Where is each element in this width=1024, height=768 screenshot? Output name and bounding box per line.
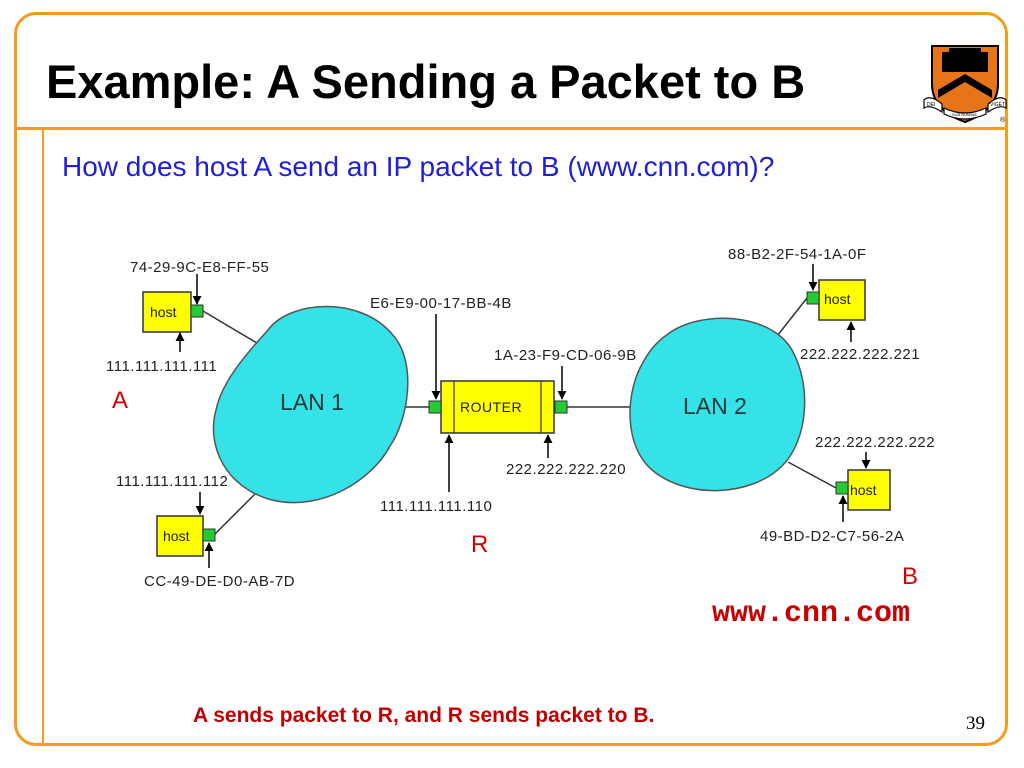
- host-a-mac-label: 74-29-9C-E8-FF-55: [130, 259, 269, 276]
- logo-motto-middle: SUB NUMINE: [952, 112, 977, 117]
- host-b-node: host: [835, 469, 891, 511]
- logo-motto-right: VIGET: [990, 102, 1005, 108]
- host-b-ip-label: 222.222.222.222: [815, 434, 935, 451]
- host-b-url: www.cnn.com: [712, 597, 911, 631]
- lan2-label: LAN 2: [683, 393, 747, 419]
- host-a-letter: A: [112, 387, 128, 414]
- router-left-ip-label: 111.111.111.110: [380, 498, 492, 515]
- slide-title: Example: A Sending a Packet to B: [46, 55, 806, 108]
- page-number: 39: [966, 713, 985, 734]
- router-right-port: [554, 400, 568, 414]
- slide-subtitle: How does host A send an IP packet to B (…: [62, 151, 775, 182]
- lan1-label: LAN 1: [280, 389, 344, 415]
- host-lan2-upper-node: host: [806, 279, 866, 321]
- host-a-ip-label: 111.111.111.111: [106, 358, 217, 375]
- title-divider: [17, 127, 1005, 130]
- host-lan2-upper-port: [806, 291, 820, 305]
- host-lan1-lower-port: [202, 528, 216, 542]
- lower-host-ip-label: 111.111.111.112: [116, 473, 228, 490]
- slide-frame: [14, 12, 1008, 746]
- link-host-b-lan2: [787, 461, 837, 489]
- logo-motto-left: DEI: [927, 102, 935, 108]
- lan2-host-ip-label: 222.222.222.221: [800, 346, 920, 363]
- host-b-letter: B: [902, 563, 918, 590]
- host-a-label: host: [150, 304, 177, 320]
- host-a-node: host: [142, 291, 204, 333]
- lan1-cloud: [212, 305, 409, 504]
- lan2-cloud: [629, 317, 806, 492]
- host-lan1-lower-label: host: [163, 528, 190, 544]
- host-lan2-upper-label: host: [824, 291, 851, 307]
- host-lan1-lower-node: host: [156, 515, 216, 557]
- lower-host-mac-label: CC-49-DE-D0-AB-7D: [144, 573, 295, 590]
- router-label: ROUTER: [460, 399, 522, 415]
- princeton-shield-icon: DEI SUB NUMINE VIGET ®: [923, 45, 1007, 124]
- link-host-a-lan1: [202, 310, 263, 347]
- host-a-port: [190, 304, 204, 318]
- router-right-ip-label: 222.222.222.220: [506, 461, 626, 478]
- left-margin-rule: [42, 127, 44, 743]
- router-left-port: [428, 400, 442, 414]
- router-letter: R: [471, 531, 488, 558]
- logo-registered-mark: ®: [1000, 116, 1006, 124]
- router-node: ROUTER: [428, 380, 568, 434]
- router-left-mac-label: E6-E9-00-17-BB-4B: [370, 295, 512, 312]
- host-b-label: host: [850, 482, 877, 498]
- host-b-port: [835, 481, 849, 495]
- host-b-mac-label: 49-BD-D2-C7-56-2A: [760, 528, 904, 545]
- lan2-host-mac-label: 88-B2-2F-54-1A-0F: [728, 246, 867, 263]
- slide-caption: A sends packet to R, and R sends packet …: [193, 704, 655, 727]
- router-right-mac-label: 1A-23-F9-CD-06-9B: [494, 347, 637, 364]
